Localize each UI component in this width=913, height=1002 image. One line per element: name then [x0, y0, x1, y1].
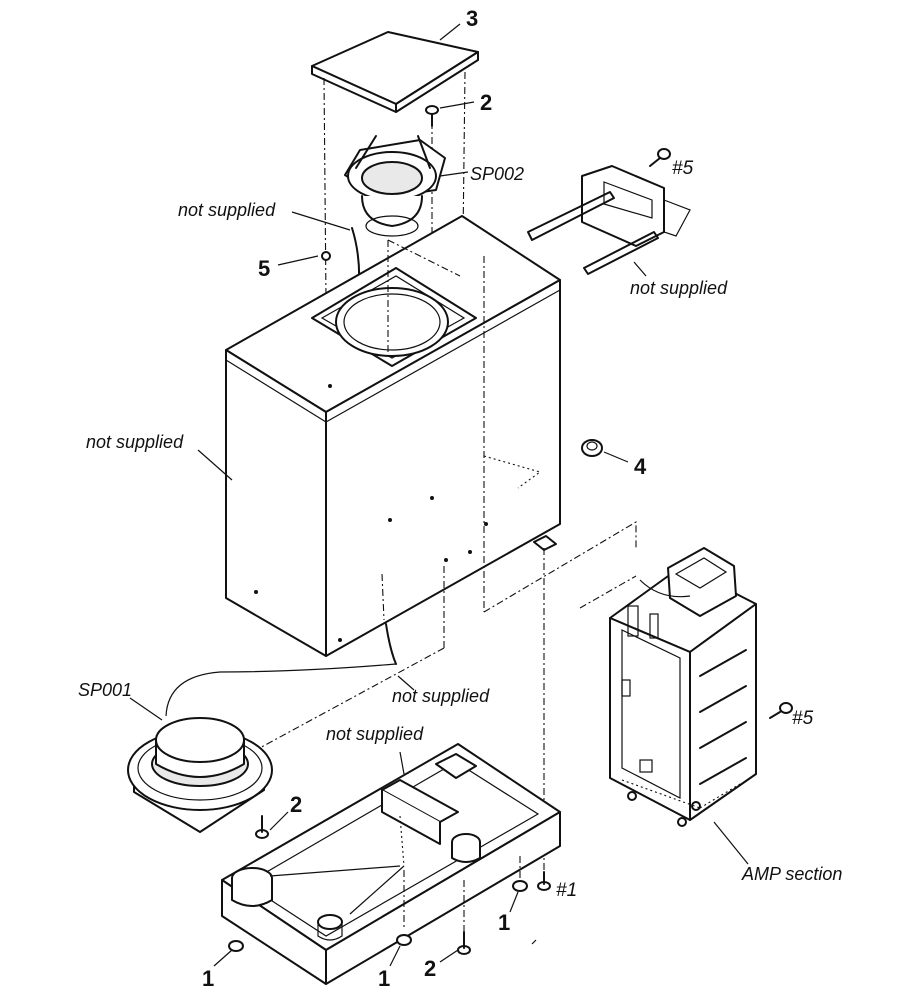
label-part-1-right: 1 — [498, 910, 510, 935]
label-not-supplied-wire: not supplied — [392, 686, 490, 706]
screw-mid — [255, 815, 269, 839]
leader-part-2-bottom — [439, 949, 459, 963]
base-plate — [221, 743, 561, 985]
cabinet-top-opening — [311, 239, 477, 367]
screw-top — [425, 105, 439, 127]
woofer-wire — [165, 663, 397, 717]
leader-not-supplied-top — [291, 211, 351, 231]
guide-line — [255, 647, 445, 751]
speaker-terminal — [527, 165, 691, 275]
leader-part-2-mid — [269, 811, 289, 831]
leader-part-2-top — [439, 101, 475, 109]
label-part-2-bottom: 2 — [424, 956, 436, 981]
leader-part-4 — [603, 451, 629, 463]
top-grille-panel — [311, 31, 479, 113]
cabinet-holes — [254, 384, 488, 642]
stray-mark — [531, 939, 537, 945]
guide-line — [323, 77, 327, 301]
leader-sp001 — [129, 697, 163, 721]
label-sp002: SP002 — [470, 164, 524, 184]
label-not-supplied-base: not supplied — [326, 724, 424, 744]
leader-part-1-center — [389, 945, 401, 967]
label-part-1-left: 1 — [202, 966, 214, 991]
label-not-supplied-top-left: not supplied — [178, 200, 276, 220]
nut-part-5 — [321, 251, 331, 261]
leader-part-3 — [439, 23, 461, 41]
label-amp-section: AMP section — [741, 864, 842, 884]
leader-part-5 — [277, 255, 319, 266]
leader-amp-section — [713, 821, 749, 865]
woofer-wire-connector — [385, 623, 397, 665]
leader-sp002 — [439, 171, 469, 177]
label-part-2-top: 2 — [480, 90, 492, 115]
label-ref-5-top: #5 — [672, 158, 694, 179]
label-sp001: SP001 — [78, 680, 132, 700]
leader-not-supplied-base — [399, 751, 405, 775]
amp-section — [609, 547, 757, 827]
leader-not-supplied-wire — [397, 675, 415, 691]
label-part-2-mid: 2 — [290, 792, 302, 817]
label-ref-5-amp: #5 — [792, 708, 814, 729]
screw-bottom — [457, 931, 471, 955]
foot-part-1-center — [396, 934, 412, 946]
screw-ref-1 — [537, 871, 551, 891]
leader-not-supplied-cabinet — [197, 449, 233, 481]
label-part-4: 4 — [634, 454, 647, 479]
foot-part-4 — [581, 439, 603, 457]
foot-part-1-right — [512, 880, 528, 892]
leader-part-1-left — [213, 949, 233, 967]
guide-line — [579, 575, 637, 609]
leader-part-1-right — [509, 891, 519, 913]
screw-terminal — [649, 148, 671, 167]
label-ref-1: #1 — [556, 880, 577, 901]
guide-line — [483, 521, 637, 613]
speaker-sp002 — [344, 135, 446, 237]
label-not-supplied-terminal: not supplied — [630, 278, 728, 298]
hidden-outline — [483, 455, 542, 489]
speaker-sp001 — [127, 717, 273, 833]
label-part-1-center: 1 — [378, 966, 390, 991]
cabinet-bracket — [533, 535, 557, 551]
screw-amp — [769, 702, 793, 719]
label-part-5: 5 — [258, 256, 270, 281]
label-not-supplied-cabinet: not supplied — [86, 432, 184, 452]
leader-not-supplied-terminal — [633, 261, 647, 277]
foot-part-1-left — [228, 940, 244, 952]
label-part-3: 3 — [466, 6, 478, 31]
